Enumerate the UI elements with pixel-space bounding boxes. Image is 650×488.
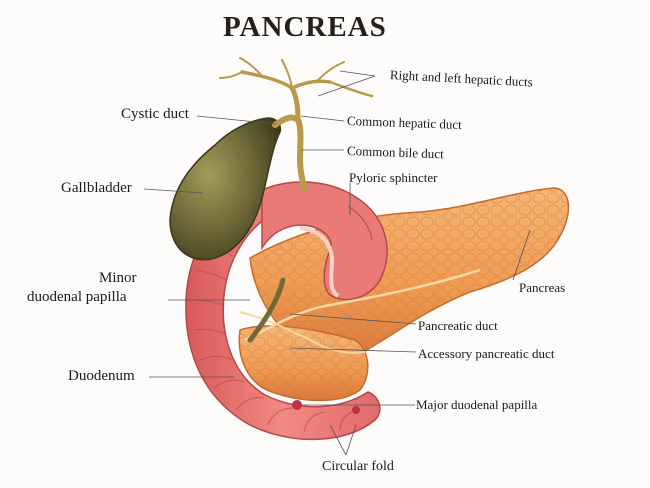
- circular-folds: [191, 239, 357, 433]
- duodenum: [185, 191, 381, 441]
- label-circular-fold: Circular fold: [322, 459, 394, 474]
- accessory-duct-line: [239, 311, 366, 354]
- label-pancreatic-duct: Pancreatic duct: [418, 318, 498, 333]
- label-major-duodenal-papilla: Major duodenal papilla: [416, 397, 538, 412]
- gallbladder: [169, 117, 282, 261]
- bile-duct-tree: [219, 57, 374, 193]
- label-cystic-duct: Cystic duct: [121, 106, 189, 122]
- label-duodenum: Duodenum: [68, 368, 135, 384]
- label-accessory-pancreatic-duct: Accessory pancreatic duct: [418, 346, 555, 361]
- common-bile-duct-terminal: [247, 277, 286, 343]
- major-papilla-dot-2: [352, 406, 360, 414]
- diagram-title: PANCREAS: [223, 11, 387, 43]
- label-pyloric-sphincter: Pyloric sphincter: [349, 170, 438, 185]
- label-pancreas: Pancreas: [519, 280, 566, 295]
- label-minor-papilla-line1: Minor: [99, 270, 137, 286]
- label-gallbladder: Gallbladder: [61, 180, 132, 196]
- leader-lines: [143, 70, 531, 456]
- label-minor-papilla-line2: duodenal papilla: [27, 289, 127, 305]
- label-common-bile-duct: Common bile duct: [346, 143, 444, 162]
- major-papilla-dot: [292, 400, 302, 410]
- label-common-hepatic-duct: Common hepatic duct: [346, 113, 463, 133]
